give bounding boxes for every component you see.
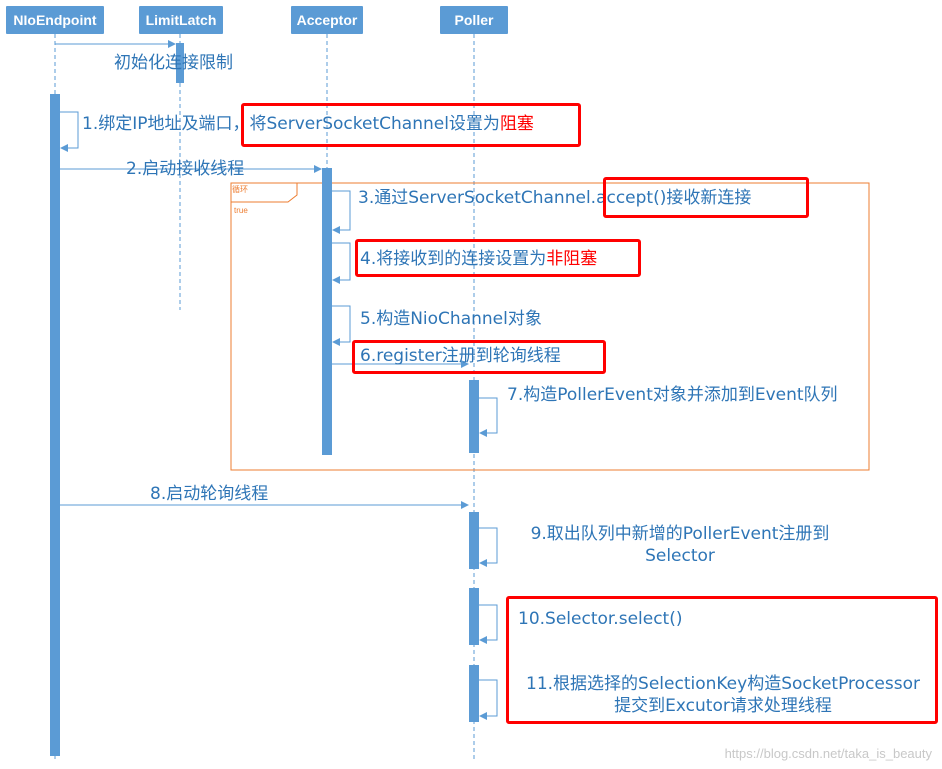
loop-guard: true [234, 206, 248, 215]
activation-nioendpoint [50, 94, 60, 756]
loop-label: 循环 [232, 185, 248, 194]
activation-poller-1 [469, 380, 479, 453]
arrow-m4 [332, 242, 351, 284]
message-4-text: 4.将接收到的连接设置为 [360, 249, 547, 269]
arrow-m11 [479, 679, 498, 720]
message-4: 4.将接收到的连接设置为非阻塞 [360, 248, 597, 270]
message-11-line1: 11.根据选择的SelectionKey构造SocketProcessor [526, 674, 920, 694]
loop-frame [230, 182, 870, 471]
message-1: 1.绑定IP地址及端口，将ServerSocketChannel设置为阻塞 [82, 113, 534, 135]
message-6: 6.register注册到轮询线程 [360, 346, 561, 366]
arrow-m9 [479, 527, 498, 567]
message-3: 3.通过ServerSocketChannel.accept()接收新连接 [358, 188, 752, 208]
message-1-highlight: 阻塞 [499, 114, 534, 134]
message-11-line2: 提交到Excutor请求处理线程 [614, 696, 832, 716]
participant-limitlatch: LimitLatch [139, 6, 223, 34]
message-2: 2.启动接收线程 [126, 159, 245, 179]
participant-acceptor: Acceptor [291, 6, 363, 34]
watermark: https://blog.csdn.net/taka_is_beauty [724, 746, 932, 761]
message-1-text: 1.绑定IP地址及端口，将ServerSocketChannel设置为 [82, 114, 500, 134]
participant-poller: Poller [440, 6, 508, 34]
message-8: 8.启动轮询线程 [150, 484, 269, 504]
arrow-m10 [479, 604, 498, 644]
highlight-box-1 [241, 103, 581, 147]
message-10: 10.Selector.select() [518, 609, 683, 629]
participant-nioendpoint: NIoEndpoint [6, 6, 104, 34]
activation-acceptor [322, 168, 332, 455]
message-0: 初始化连接限制 [114, 53, 233, 73]
loop-tag-shape [230, 182, 298, 203]
message-5: 5.构造NioChannel对象 [360, 309, 542, 329]
activation-poller-4 [469, 665, 479, 722]
message-7: 7.构造PollerEvent对象并添加到Event队列 [507, 385, 838, 405]
activation-poller-2 [469, 512, 479, 569]
arrow-m7 [479, 397, 498, 437]
activation-poller-3 [469, 588, 479, 645]
arrow-m3 [332, 190, 351, 234]
highlight-box-3 [603, 177, 809, 218]
message-9: 9.取出队列中新增的PollerEvent注册到 Selector [505, 523, 855, 567]
arrow-m5 [332, 305, 351, 346]
highlight-box-4 [355, 239, 641, 277]
arrow-m1 [60, 111, 79, 152]
message-9-line2: Selector [645, 546, 715, 566]
highlight-box-10-11 [506, 596, 938, 724]
message-11: 11.根据选择的SelectionKey构造SocketProcessor 提交… [508, 673, 938, 717]
message-9-line1: 9.取出队列中新增的PollerEvent注册到 [530, 524, 830, 544]
highlight-box-6 [352, 340, 606, 374]
message-4-highlight: 非阻塞 [546, 249, 598, 269]
activation-limitlatch [176, 43, 184, 83]
